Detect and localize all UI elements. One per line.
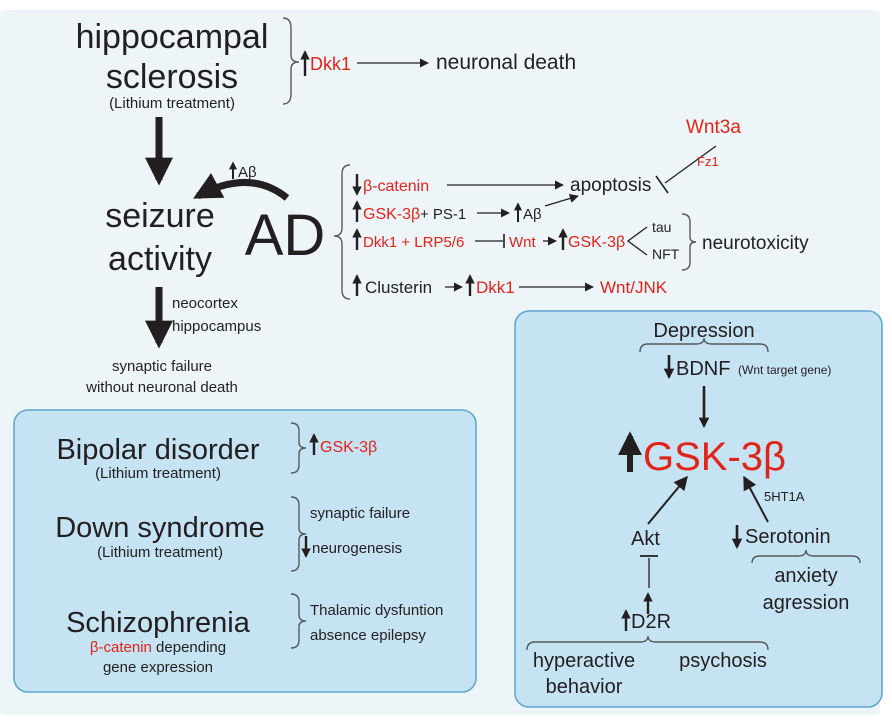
row1-beta-catenin: β-catenin — [363, 178, 429, 195]
arrow-abeta-to-apoptosis — [544, 194, 579, 207]
gsk3b-main: GSK-3β — [643, 435, 786, 479]
behavior: behavior — [546, 676, 623, 698]
akt: Akt — [631, 528, 660, 550]
row4-dkk1: Dkk1 — [476, 278, 515, 297]
down-lithium: (Lithium treatment) — [97, 544, 223, 561]
down-neurogenesis: neurogenesis — [312, 540, 402, 557]
bipolar-lithium: (Lithium treatment) — [95, 465, 221, 482]
nft: NFT — [652, 246, 680, 262]
right-depression-panel — [514, 310, 883, 708]
down-synaptic: synaptic failure — [310, 505, 410, 522]
psychosis: psychosis — [679, 650, 767, 672]
tau: tau — [652, 219, 671, 235]
5ht1a: 5HT1A — [764, 489, 805, 504]
row2-ps1: + PS-1 — [420, 206, 466, 223]
hippocampus: hippocampus — [172, 318, 261, 335]
inhibition-bar-icon — [655, 175, 669, 194]
arrow-akt-to-gsk — [647, 475, 688, 525]
down-brace — [290, 496, 307, 572]
row2-abeta: Aβ — [523, 206, 542, 223]
left-disorders-panel — [13, 409, 477, 693]
bdnf: BDNF — [676, 358, 730, 380]
bipolar-gsk3b: GSK-3β — [320, 439, 377, 456]
depression-brace — [639, 337, 769, 353]
neocortex: neocortex — [172, 295, 238, 312]
neurotox-brace — [681, 213, 697, 271]
hs-title-line1: hippocampal — [76, 18, 269, 56]
serotonin: Serotonin — [745, 526, 831, 548]
schizo-subline: β-catenin depending — [90, 639, 226, 656]
synaptic-line2: without neuronal death — [85, 379, 238, 396]
row2-gsk3b: GSK-3β — [363, 206, 420, 223]
absence-epilepsy: absence epilepsy — [310, 627, 426, 644]
d2r: D2R — [631, 611, 671, 633]
hs-dkk1: Dkk1 — [310, 54, 351, 74]
schizo-gene: gene expression — [103, 659, 213, 676]
schizo-depending: depending — [156, 639, 226, 656]
bipolar-title: Bipolar disorder — [56, 434, 259, 466]
wnt3a: Wnt3a — [686, 117, 741, 138]
ad-pathway-brace — [333, 164, 351, 300]
d2r-brace — [526, 635, 769, 651]
seizure-line2: activity — [108, 240, 212, 278]
depression: Depression — [653, 320, 754, 342]
neurotoxicity: neurotoxicity — [702, 233, 809, 254]
hyperactive: hyperactive — [533, 650, 635, 672]
neuronal-death: neuronal death — [436, 51, 576, 74]
schizo-brace — [290, 593, 307, 649]
row4-wnt-jnk: Wnt/JNK — [600, 278, 668, 297]
anxiety: anxiety — [774, 565, 837, 587]
hs-brace — [282, 17, 300, 105]
bipolar-brace — [290, 422, 307, 474]
apoptosis: apoptosis — [570, 175, 651, 196]
hs-lithium-note: (Lithium treatment) — [109, 95, 235, 112]
ad-abeta: Aβ — [238, 164, 257, 181]
schizo-title: Schizophrenia — [66, 607, 251, 639]
hs-title-line2: sclerosis — [106, 58, 238, 96]
row3-dkk1-lrp: Dkk1 + LRP5/6 — [363, 234, 464, 251]
ad-label: AD — [245, 203, 326, 268]
curved-arrow-ad-to-seizure — [193, 173, 290, 201]
arrow-serotonin-to-gsk — [743, 475, 769, 523]
fz1: Fz1 — [697, 154, 719, 169]
down-title: Down syndrome — [55, 512, 265, 544]
synaptic-line1: synaptic failure — [112, 358, 212, 375]
row3-gsk3b: GSK-3β — [568, 234, 625, 251]
serotonin-brace — [751, 549, 861, 564]
fork-to-tau-nft — [626, 226, 648, 256]
thalamic: Thalamic dysfuntion — [310, 602, 443, 619]
seizure-line1: seizure — [105, 197, 215, 235]
bdnf-note: (Wnt target gene) — [738, 363, 831, 377]
arrow-wnt3a-to-apoptosis — [664, 145, 717, 184]
agression: agression — [763, 592, 850, 614]
row4-clusterin: Clusterin — [365, 278, 432, 297]
schizo-beta-catenin: β-catenin — [90, 639, 152, 656]
row3-wnt: Wnt — [509, 234, 537, 251]
